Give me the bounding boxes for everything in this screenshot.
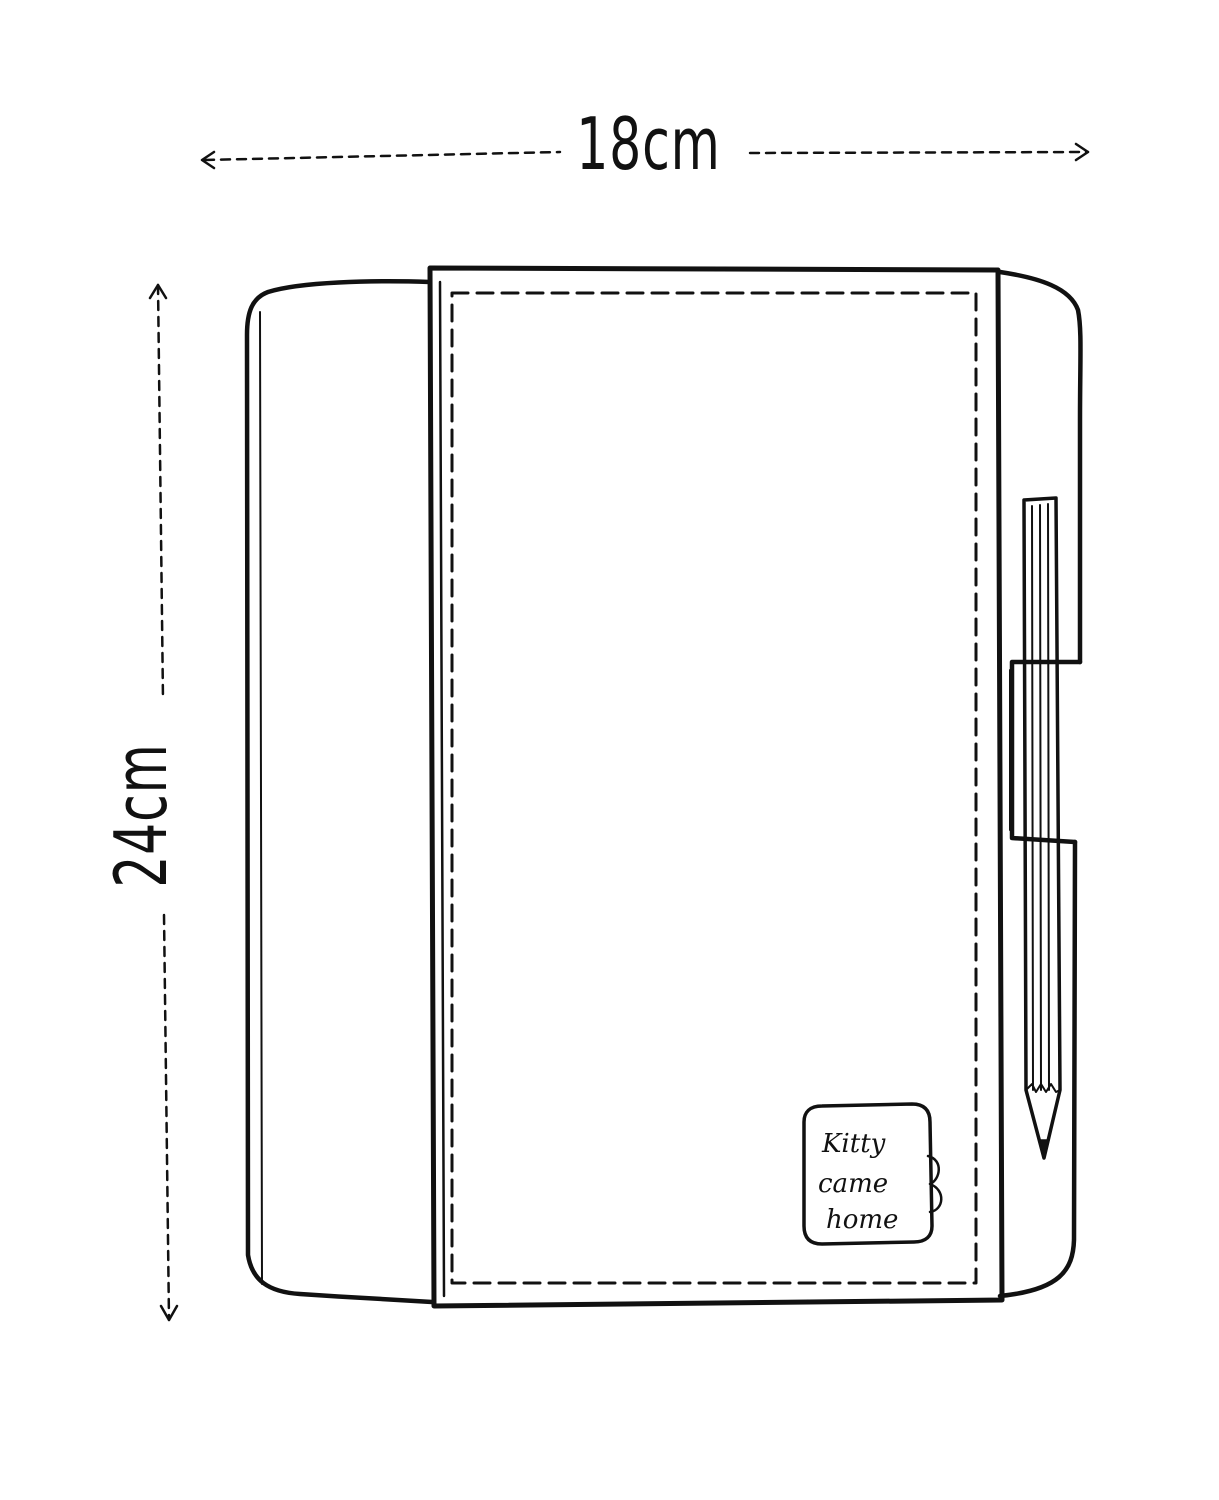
logo-line-1: Kitty bbox=[821, 1129, 886, 1159]
height-label: 24cm bbox=[99, 737, 183, 894]
logo-text: Kitty came home bbox=[818, 1129, 898, 1235]
notebook-body-outline bbox=[244, 279, 435, 1305]
logo-line-2: came bbox=[818, 1169, 888, 1199]
width-dimension-arrow bbox=[200, 142, 1090, 170]
height-dimension-arrow bbox=[148, 283, 179, 1322]
width-label: 18cm bbox=[570, 108, 727, 180]
front-flap-outline bbox=[427, 265, 1005, 1309]
pencil-loop bbox=[1009, 659, 1083, 845]
flap-stitching bbox=[450, 291, 978, 1285]
logo-line-3: home bbox=[826, 1205, 898, 1235]
pencil-icon bbox=[1022, 496, 1062, 1160]
logo-badge bbox=[802, 1102, 943, 1246]
back-cover-edge bbox=[997, 269, 1083, 1299]
